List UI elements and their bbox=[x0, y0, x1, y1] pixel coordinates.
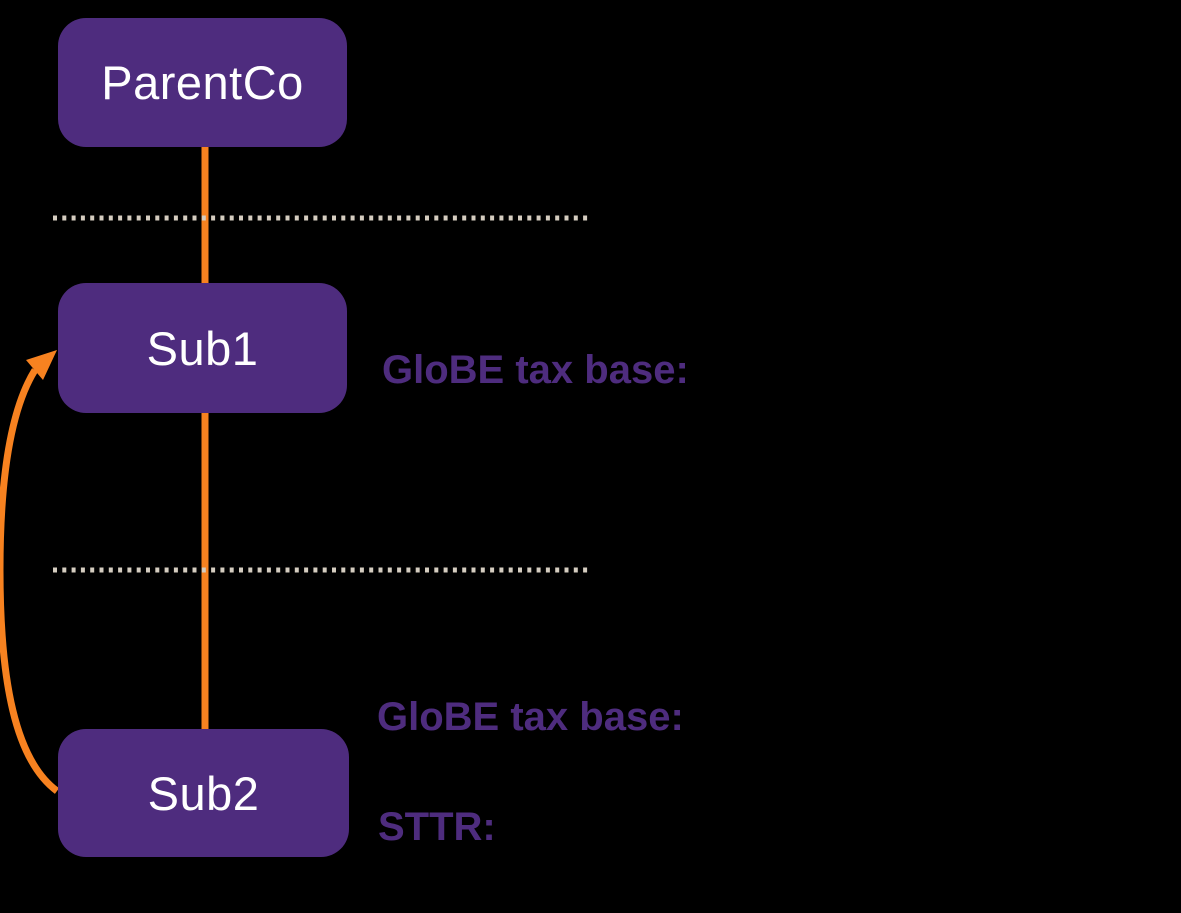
node-sub1-label: Sub1 bbox=[146, 321, 259, 375]
annotation-sttr-sub2: STTR: bbox=[378, 805, 496, 849]
node-sub2-label: Sub2 bbox=[147, 766, 260, 820]
arrow-sub2-to-sub1-head-icon bbox=[26, 350, 57, 380]
node-parentco: ParentCo bbox=[58, 18, 347, 147]
node-sub1: Sub1 bbox=[58, 283, 347, 413]
arrow-sub2-to-sub1-curve bbox=[0, 368, 60, 794]
annotation-globe-tax-base-sub2: GloBE tax base: bbox=[377, 695, 684, 739]
node-parentco-label: ParentCo bbox=[101, 56, 304, 109]
annotation-globe-tax-base-sub1: GloBE tax base: bbox=[382, 348, 689, 392]
node-sub2: Sub2 bbox=[58, 729, 349, 857]
